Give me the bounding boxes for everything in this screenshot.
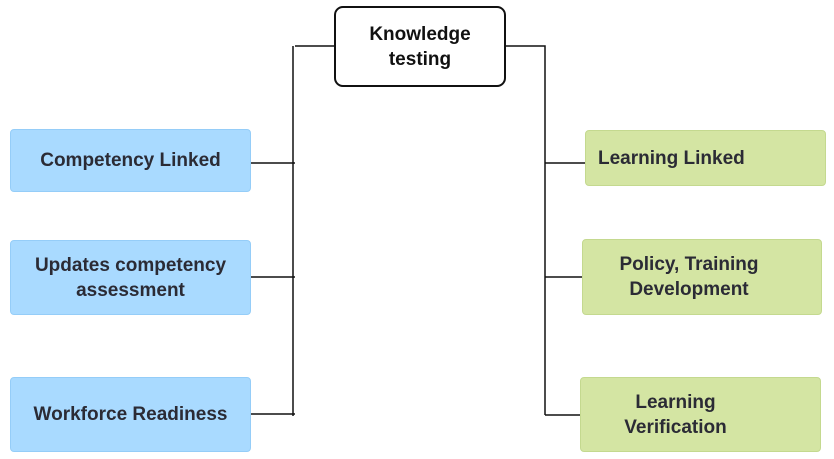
node-policy-training-development: Policy, Training Development	[582, 239, 822, 315]
connector-root-right	[506, 45, 546, 415]
node-updates-competency-assessment: Updates competency assessment	[10, 240, 251, 315]
node-label: Competency Linked	[40, 150, 221, 171]
node-label: Updates competency assessment	[34, 254, 227, 301]
connector-root-left	[292, 45, 334, 416]
root-node-label: Knowledge testing	[369, 23, 471, 70]
node-workforce-readiness: Workforce Readiness	[10, 377, 251, 452]
node-competency-linked: Competency Linked	[10, 129, 251, 192]
node-label: Workforce Readiness	[33, 404, 228, 425]
node-label: Learning Linked	[598, 147, 745, 169]
root-node-knowledge-testing: Knowledge testing	[334, 6, 506, 87]
node-learning-verification: Learning Verification	[580, 377, 821, 452]
node-learning-linked: Learning Linked	[585, 130, 826, 186]
node-label: Learning Verification	[624, 391, 727, 438]
node-label: Policy, Training Development	[619, 254, 759, 300]
